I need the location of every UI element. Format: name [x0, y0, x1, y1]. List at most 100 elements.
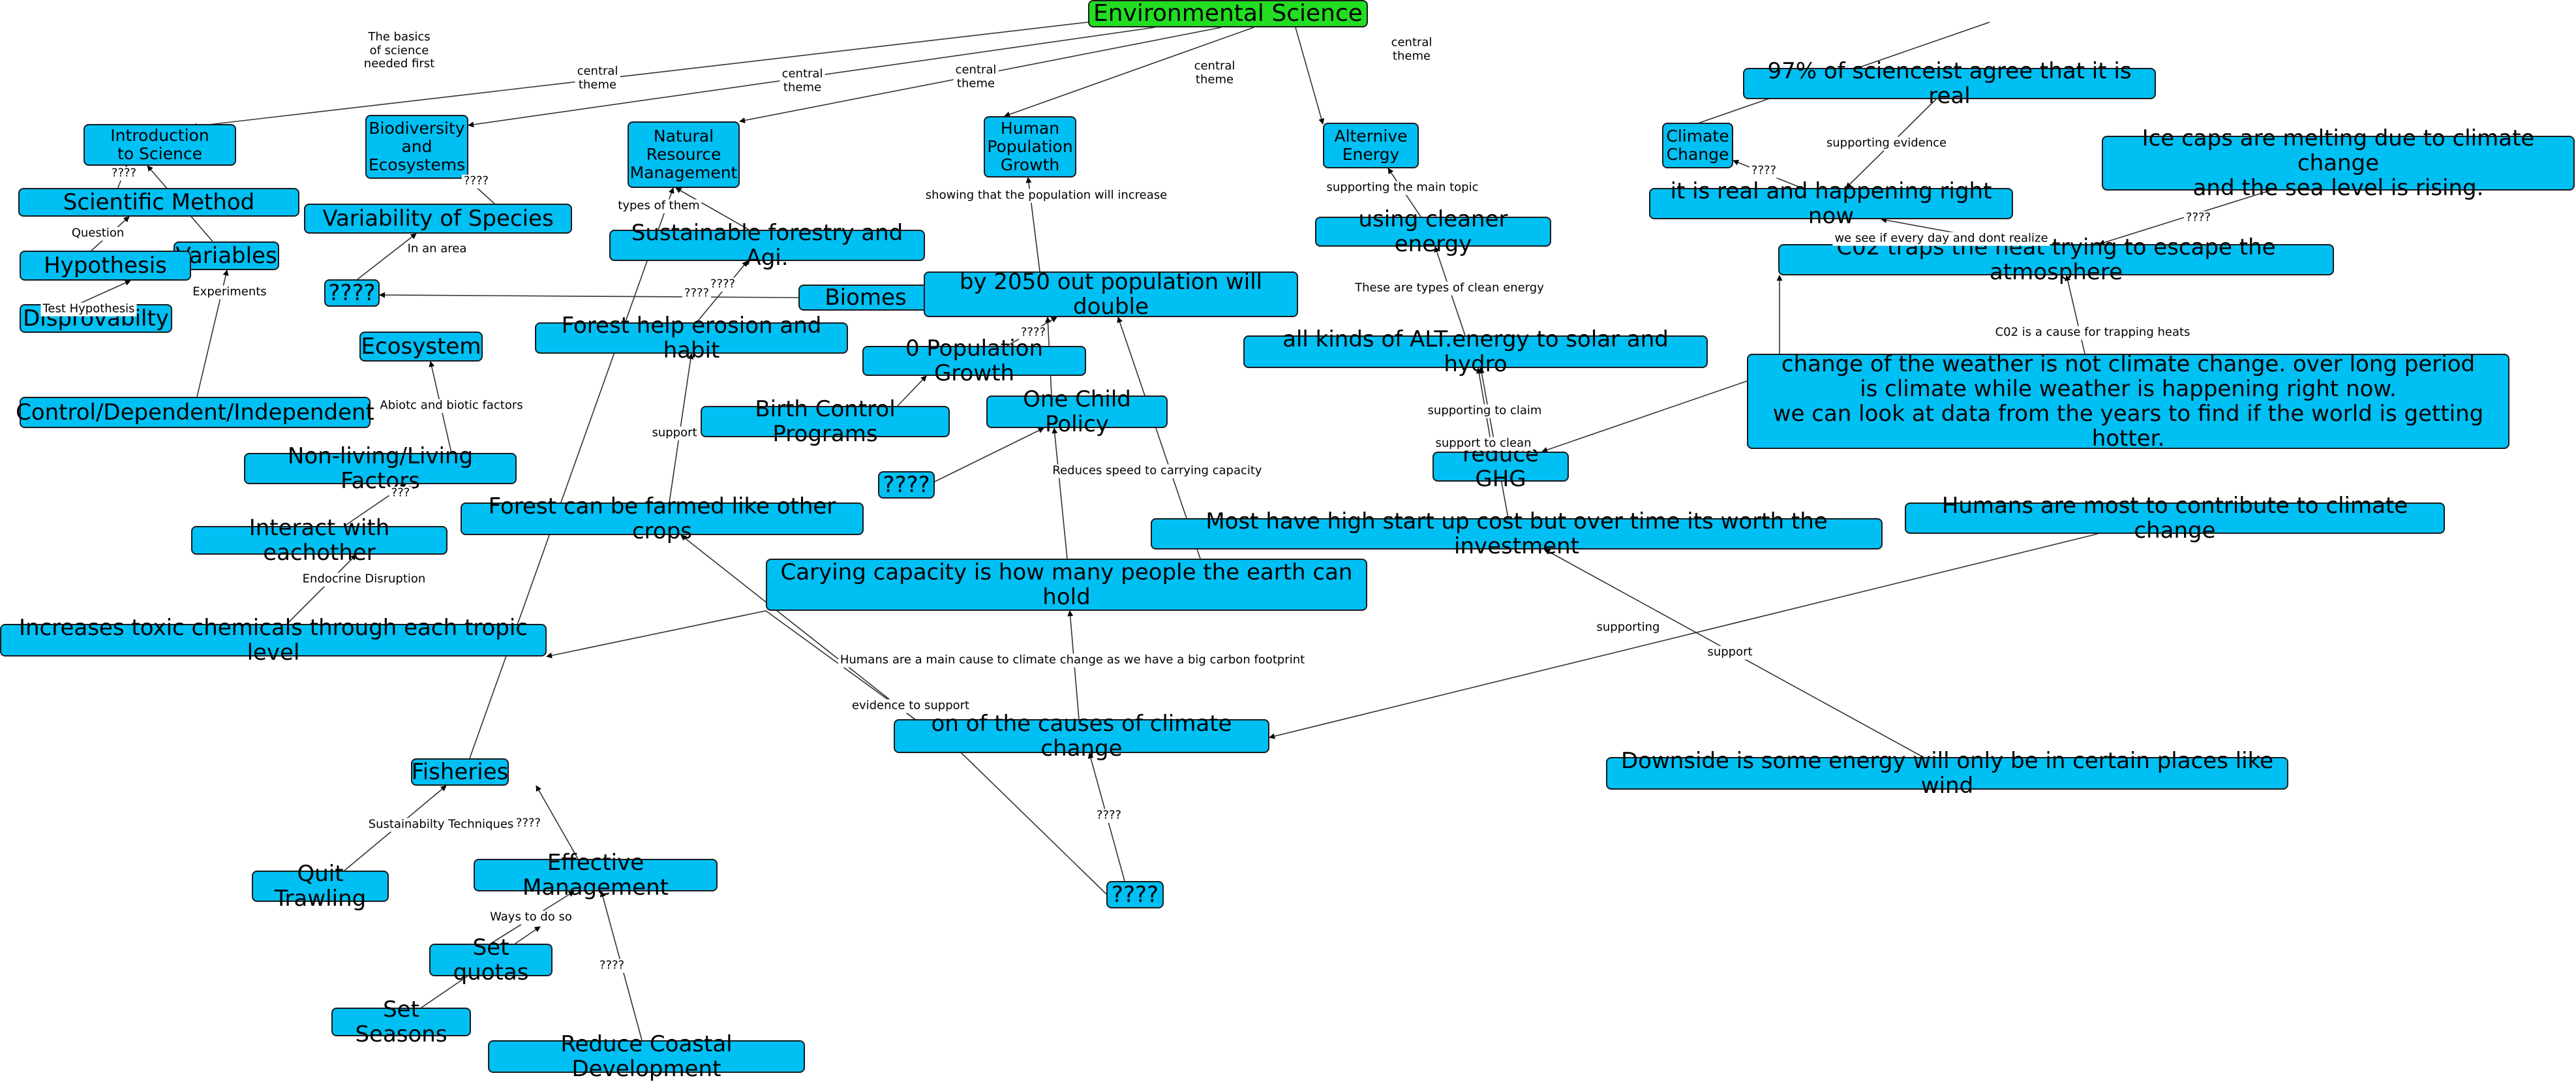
- edge-label-dis-to-hyp: Test Hypothesis: [40, 302, 137, 317]
- node-quit-trawling[interactable]: Quit Trawling: [252, 861, 389, 911]
- node-set-seasons[interactable]: Set Seasons: [331, 997, 471, 1047]
- edge-q3-to-itc: [546, 610, 1107, 895]
- edge-label-cause-to-fcf: evidence to support: [849, 699, 972, 713]
- edge-label-b2050-to-hpg: showing that the population will increas…: [923, 189, 1170, 203]
- edge-label-wx-to-rghg: support to clean: [1433, 437, 1534, 451]
- node-all-kinds-alt-energy[interactable]: all kinds of ALT.energy to solar and hyd…: [1243, 327, 1708, 377]
- node-ecosystem[interactable]: Ecosystem: [359, 332, 483, 362]
- edge-cause-to-fcf: [680, 534, 915, 720]
- node-ice-caps-melting[interactable]: Ice caps are melting due to climate chan…: [2102, 126, 2575, 200]
- node-weather-vs-climate[interactable]: change of the weather is not climate cha…: [1747, 352, 2509, 451]
- edge-q1-to-vos: [357, 233, 417, 280]
- edge-label-q1-to-vos: In an area: [405, 242, 469, 256]
- edge-label-fhe-to-sfa: ????: [708, 277, 738, 292]
- node-variables[interactable]: Variables: [174, 241, 279, 270]
- node-climate-change[interactable]: Climate Change: [1662, 123, 1733, 168]
- node-interact-with-eachother[interactable]: Interact with eachother: [191, 516, 447, 565]
- node-zero-population-growth[interactable]: 0 Population Growth: [862, 336, 1086, 386]
- edge-wx-to-co2: [2065, 275, 2085, 354]
- node-unknown-biodiversity[interactable]: ????: [324, 279, 380, 307]
- node-downside-energy-places[interactable]: Downside is some energy will only be in …: [1606, 749, 2288, 798]
- node-non-living-living-factors[interactable]: Non-living/Living Factors: [244, 444, 517, 493]
- node-natural-resource-management[interactable]: Natural Resource Management: [628, 121, 740, 188]
- edge-wx-to-rghg: [1541, 380, 1748, 453]
- node-alternive-energy[interactable]: Alternive Energy: [1323, 123, 1419, 168]
- edge-label-sfa-to-nrm: types of them: [616, 199, 702, 213]
- edge-label-p97-to-real: supporting evidence: [1824, 136, 1949, 151]
- edge-label-nlf-to-eco: Abiotc and biotic factors: [378, 399, 525, 413]
- node-using-cleaner-energy[interactable]: using cleaner energy: [1315, 207, 1551, 256]
- edge-label-biomes-to-q1: ????: [682, 286, 712, 301]
- edge-label-down-to-mhsc: support: [1705, 645, 1755, 660]
- edge-bcp-to-zpg: [897, 375, 927, 407]
- node-forest-can-be-farmed[interactable]: Forest can be farmed like other crops: [461, 494, 864, 544]
- edge-biomes-to-q1: [379, 292, 799, 298]
- node-unknown-causes[interactable]: ????: [1106, 881, 1164, 908]
- node-biodiversity-and-ecosystems[interactable]: Biodiversity and Ecosystems: [365, 115, 468, 179]
- edge-label-env-to-intro: The basics of science needed first: [361, 30, 437, 72]
- node-effective-management[interactable]: Effective Management: [474, 850, 718, 900]
- node-human-population-growth[interactable]: Human Population Growth: [984, 116, 1076, 178]
- node-increases-toxic-chemicals[interactable]: Increases toxic chemicals through each t…: [0, 615, 547, 665]
- node-scientific-method[interactable]: Scientific Method: [18, 188, 299, 217]
- node-97-percent-scientists[interactable]: 97% of scienceist agree that it is real: [1743, 59, 2156, 108]
- edge-fish-to-nrm: [469, 187, 674, 759]
- node-co2-traps-heat[interactable]: C02 traps the heat trying to escape the …: [1778, 235, 2334, 285]
- edge-q2-to-ocp: [934, 427, 1044, 482]
- edge-label-env-to-hpg: central theme: [953, 63, 999, 91]
- edge-label-cdi-to-var: Experiments: [190, 285, 269, 300]
- node-fisheries[interactable]: Fisheries: [411, 758, 509, 786]
- edge-label-co2-to-real: we see if every day and dont realize: [1832, 232, 2050, 246]
- edge-label-sm-to-intro: ????: [109, 166, 139, 181]
- edge-hmc-to-cause: [1269, 533, 2099, 739]
- edge-env-to-hpg: [1004, 27, 1254, 117]
- edge-label-hmc-to-cause: supporting: [1594, 621, 1662, 635]
- node-real-and-happening[interactable]: it is real and happening right now: [1649, 179, 2013, 228]
- edge-label-rcd-to-em: ????: [597, 959, 627, 973]
- node-one-child-policy[interactable]: One Child Policy: [986, 387, 1168, 437]
- edge-label-env-to-alt: central theme: [1192, 59, 1237, 87]
- node-reduce-coastal-development[interactable]: Reduce Coastal Development: [488, 1032, 805, 1081]
- edge-label-sq-to-em: Ways to do so: [488, 910, 574, 925]
- edge-label-zpg-to-b2050: ????: [1018, 326, 1048, 340]
- edge-label-uce-to-alt: supporting the main topic: [1324, 181, 1481, 195]
- node-control-dependent-independent[interactable]: Control/Dependent/Independent: [16, 397, 374, 428]
- node-set-quotas[interactable]: Set quotas: [429, 935, 553, 985]
- edge-fhe-to-sfa: [696, 260, 748, 323]
- edge-label-ice-to-co2: ????: [2183, 211, 2213, 225]
- edge-label-vos-to-bio: ????: [461, 174, 491, 189]
- edge-cap-to-b2050: [1117, 317, 1201, 559]
- edge-label-env-to-bio: central theme: [575, 64, 620, 92]
- node-reduce-ghg[interactable]: reduce GHG: [1432, 442, 1569, 491]
- edge-label-cause-to-cap: Humans are a main cause to climate chang…: [838, 653, 1307, 668]
- edge-em-to-fish: [536, 785, 579, 859]
- node-forest-help-erosion[interactable]: Forest help erosion and habit: [535, 313, 848, 363]
- edge-label-real-to-cc: ????: [1749, 164, 1779, 178]
- edge-label-fcf-to-fhe: support: [650, 426, 699, 441]
- edge-dis-to-hyp: [78, 280, 131, 305]
- edge-label-iwe-to-nlf: ???: [389, 486, 412, 501]
- node-unknown-population[interactable]: ????: [878, 471, 935, 499]
- edge-label-itc-to-iwe: Endocrine Disruption: [300, 572, 428, 587]
- node-biomes[interactable]: Biomes: [798, 285, 933, 311]
- node-birth-control-programs[interactable]: Birth Control Programs: [701, 397, 950, 446]
- edge-label-env-to-nrm: central theme: [780, 67, 825, 95]
- node-carrying-capacity[interactable]: Carying capacity is how many people the …: [766, 559, 1367, 611]
- node-environmental-science[interactable]: Environmental Science: [1088, 0, 1368, 27]
- edge-itc-to-iwe: [286, 554, 357, 625]
- edge-label-q3-to-cause: ????: [1094, 809, 1124, 823]
- node-by-2050-population-double[interactable]: by 2050 out population will double: [924, 270, 1298, 319]
- node-introduction-to-science[interactable]: Introduction to Science: [83, 124, 236, 166]
- edge-label-hyp-to-sm: Question: [69, 226, 127, 241]
- node-sustainable-forestry[interactable]: Sustainable forestry and Agi.: [609, 221, 925, 270]
- edge-sfa-to-nrm: [675, 187, 750, 230]
- node-humans-contribute[interactable]: Humans are most to contribute to climate…: [1905, 493, 2445, 543]
- node-hypothesis[interactable]: Hypothesis: [20, 251, 191, 281]
- node-variability-of-species[interactable]: Variability of Species: [304, 204, 572, 234]
- edge-cap-to-ocp: [1052, 427, 1068, 559]
- node-causes-of-climate-change[interactable]: on of the causes of climate change: [894, 711, 1269, 761]
- edge-label-em-to-fish: ????: [513, 816, 543, 831]
- edge-env-to-alt: [1295, 27, 1325, 125]
- node-high-startup-cost[interactable]: Most have high start up cost but over ti…: [1151, 509, 1883, 559]
